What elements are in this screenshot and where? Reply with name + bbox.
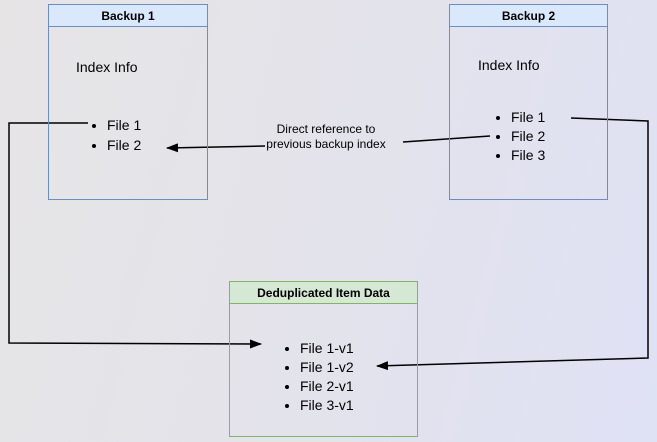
direct-reference-label-line1: Direct reference to <box>276 122 376 136</box>
dedup-title: Deduplicated Item Data <box>230 282 417 304</box>
dedup-container[interactable]: Deduplicated Item Data File 1-v1File 1-v… <box>229 281 418 437</box>
backup1-file-list: File 1File 2 <box>89 115 141 155</box>
dedup-file-list: File 1-v1File 1-v2File 2-v1File 3-v1 <box>282 339 354 415</box>
backup2-file-list: File 1File 2File 3 <box>493 108 545 165</box>
backup1-container[interactable]: Backup 1 Index Info File 1File 2 <box>48 4 208 200</box>
file-list-item: File 3-v1 <box>300 396 354 415</box>
backup2-title: Backup 2 <box>450 5 607 27</box>
file-list-item: File 1 <box>107 115 141 135</box>
file-list-item: File 1 <box>511 108 545 127</box>
file-list-item: File 2 <box>107 135 141 155</box>
file-list-item: File 2-v1 <box>300 377 354 396</box>
direct-reference-label-line2: previous backup index <box>266 137 386 151</box>
file-list-item: File 2 <box>511 127 545 146</box>
backup2-index-info-label: Index Info <box>478 57 540 73</box>
backup2-container[interactable]: Backup 2 Index Info File 1File 2File 3 <box>449 4 608 200</box>
direct-reference-label: Direct reference to previous backup inde… <box>240 122 412 152</box>
file-list-item: File 1-v2 <box>300 358 354 377</box>
file-list-item: File 3 <box>511 146 545 165</box>
backup1-index-info-label: Index Info <box>76 59 138 75</box>
backup1-title: Backup 1 <box>49 5 207 27</box>
file-list-item: File 1-v1 <box>300 339 354 358</box>
